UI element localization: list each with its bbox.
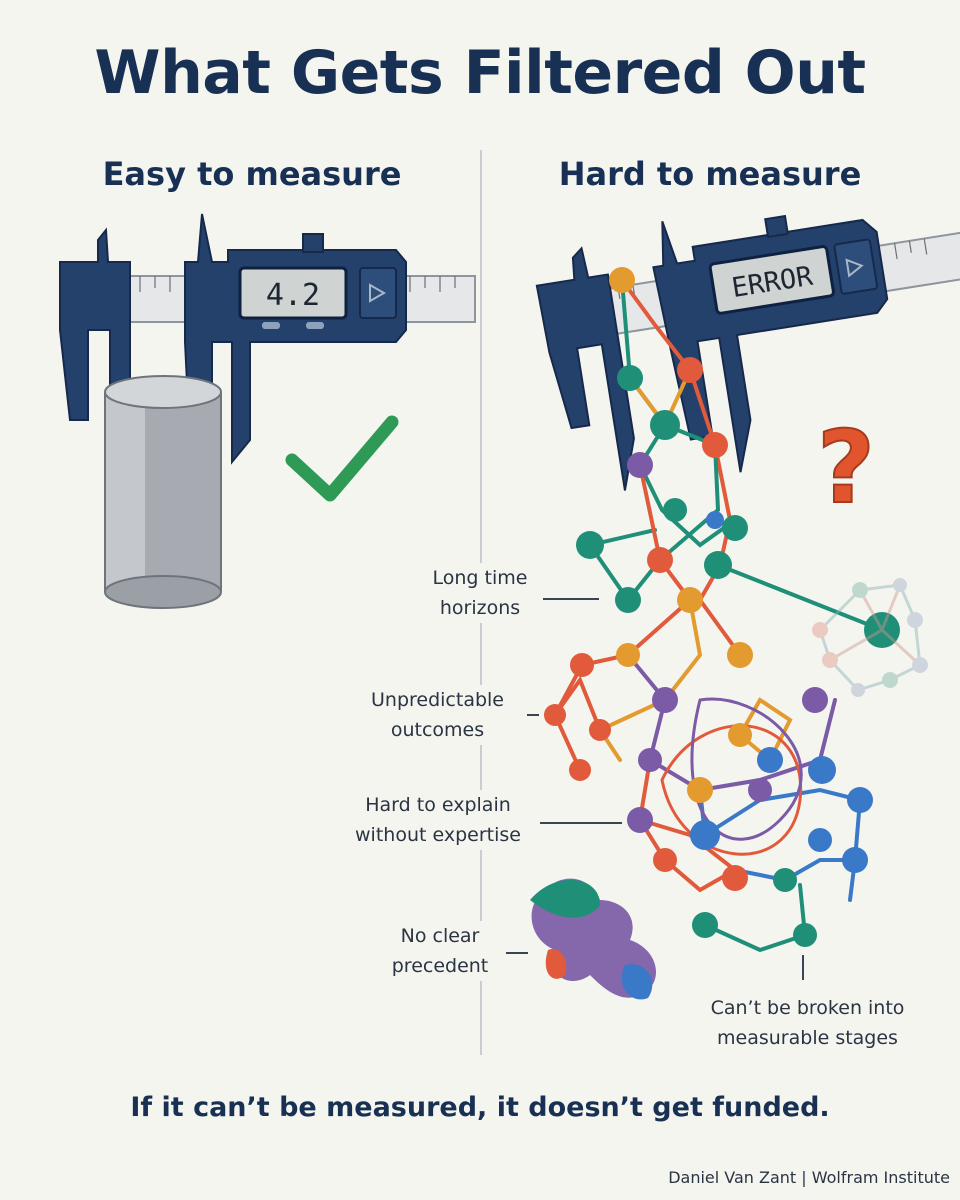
callout-line (527, 714, 539, 716)
question-icon: ? (817, 409, 875, 526)
caliper-hard: ERROR (535, 214, 960, 491)
label-unpredictable: Unpredictable outcomes (345, 685, 530, 745)
label-long-time: Long time horizons (400, 563, 560, 623)
callout-line (543, 598, 599, 600)
callout-line (506, 952, 528, 954)
label-stages-line1: Can’t be broken into (710, 997, 905, 1019)
footer-tagline: If it can’t be measured, it doesn’t get … (130, 1092, 830, 1123)
callout-line (802, 955, 804, 980)
label-hard-explain-line1: Hard to explain (365, 794, 511, 816)
cylinder (104, 375, 222, 609)
easy-heading: Easy to measure (102, 155, 402, 193)
credit: Daniel Van Zant | Wolfram Institute (668, 1168, 950, 1187)
caliper-easy: 4.2 (59, 213, 476, 471)
tangled-network (530, 267, 928, 1000)
caliper-readout: 4.2 (266, 278, 320, 313)
label-hard-explain-line2: without expertise (355, 824, 521, 846)
label-stages-line2: measurable stages (717, 1027, 898, 1049)
page-title: What Gets Filtered Out (94, 38, 866, 108)
callout-line (540, 822, 622, 824)
label-unpredictable-line2: outcomes (390, 719, 485, 741)
label-hard-explain: Hard to explain without expertise (338, 790, 538, 850)
label-long-time-line2: horizons (439, 597, 521, 619)
label-long-time-line1: Long time (432, 567, 528, 589)
label-no-precedent: No clear precedent (380, 921, 500, 981)
check-icon (285, 415, 399, 502)
label-unpredictable-line1: Unpredictable (371, 689, 504, 711)
hard-heading: Hard to measure (558, 155, 862, 193)
label-stages: Can’t be broken into measurable stages (695, 993, 920, 1053)
label-no-precedent-line1: No clear (400, 925, 480, 947)
label-no-precedent-line2: precedent (391, 955, 489, 977)
